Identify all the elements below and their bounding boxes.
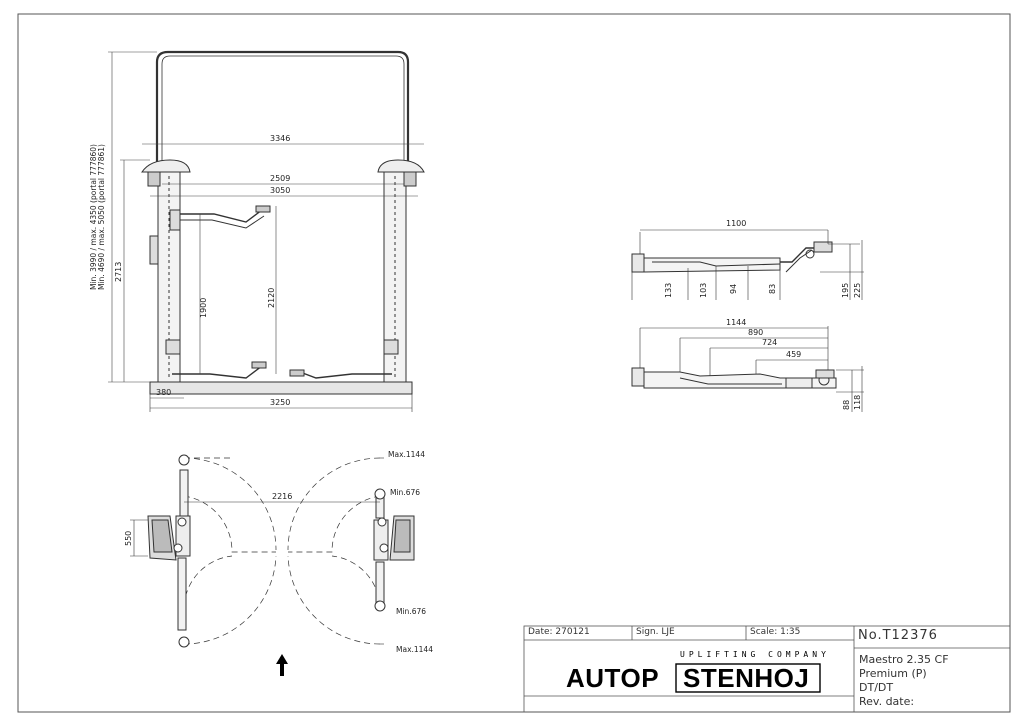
dim-drive-height: 2120 bbox=[267, 288, 276, 308]
model-line-2: Premium (P) bbox=[859, 667, 927, 680]
dim-total-height-top: 225 bbox=[853, 283, 862, 298]
side-view-bottom bbox=[631, 326, 864, 412]
brand-logo-right: STENHOJ bbox=[683, 663, 810, 693]
side-view-top bbox=[631, 229, 864, 300]
title-sign: Sign. LJE bbox=[636, 627, 675, 637]
title-scale: Scale: 1:35 bbox=[750, 627, 801, 637]
dim-base-width: 3250 bbox=[270, 398, 290, 407]
title-block bbox=[523, 625, 1011, 713]
front-view bbox=[141, 50, 425, 412]
dim-top-724: 724 bbox=[762, 338, 777, 347]
title-date: Date: 270121 bbox=[528, 627, 590, 637]
dim-overall-width: 3346 bbox=[270, 134, 290, 143]
model-line-1: Maestro 2.35 CF bbox=[859, 653, 949, 666]
dim-base-offset: 380 bbox=[156, 388, 171, 397]
front-view-dimensions bbox=[108, 51, 424, 409]
label-min-reach-2: Min.676 bbox=[396, 607, 426, 616]
dim-top-1144: 1144 bbox=[726, 318, 746, 327]
brand-logo-left: AUTOP bbox=[566, 663, 660, 693]
height-note-1: Min. 3990 / max. 4350 (portal 777860) bbox=[89, 144, 98, 290]
label-max-reach-2: Max.1144 bbox=[396, 645, 433, 654]
dim-side-550: 550 bbox=[124, 531, 133, 546]
dim-bottom-2: 103 bbox=[699, 283, 708, 298]
title-number: No.T12376 bbox=[858, 628, 938, 643]
dim-pad-height-bottom: 88 bbox=[842, 400, 851, 410]
height-note-2: Min. 4690 / max. 5050 (portal 777861) bbox=[97, 144, 106, 290]
model-line-3: DT/DT bbox=[859, 681, 894, 694]
dim-bottom-4: 83 bbox=[768, 284, 777, 294]
rev-date: Rev. date: bbox=[859, 695, 915, 708]
dim-arm-length-top: 1100 bbox=[726, 219, 746, 228]
dim-total-height-bottom: 118 bbox=[853, 395, 862, 410]
dim-inner-width: 2509 bbox=[270, 174, 290, 183]
dim-column-height: 2713 bbox=[114, 262, 123, 282]
label-min-reach-1: Min.676 bbox=[390, 488, 420, 497]
dim-bottom-3: 94 bbox=[729, 284, 738, 294]
dim-between-columns: 2216 bbox=[272, 492, 292, 501]
dim-lift-height: 1900 bbox=[199, 298, 208, 318]
label-max-reach-1: Max.1144 bbox=[388, 450, 425, 459]
dim-pad-height-top: 195 bbox=[841, 283, 850, 298]
dim-bottom-1: 133 bbox=[664, 283, 673, 298]
dim-column-width: 3050 bbox=[270, 186, 290, 195]
sheet-border bbox=[17, 13, 1011, 713]
plan-view bbox=[130, 454, 415, 648]
brand-tagline: UPLIFTING COMPANY bbox=[680, 650, 830, 659]
dim-top-890: 890 bbox=[748, 328, 763, 337]
arrow-up-icon bbox=[276, 654, 288, 676]
dim-top-459: 459 bbox=[786, 350, 801, 359]
